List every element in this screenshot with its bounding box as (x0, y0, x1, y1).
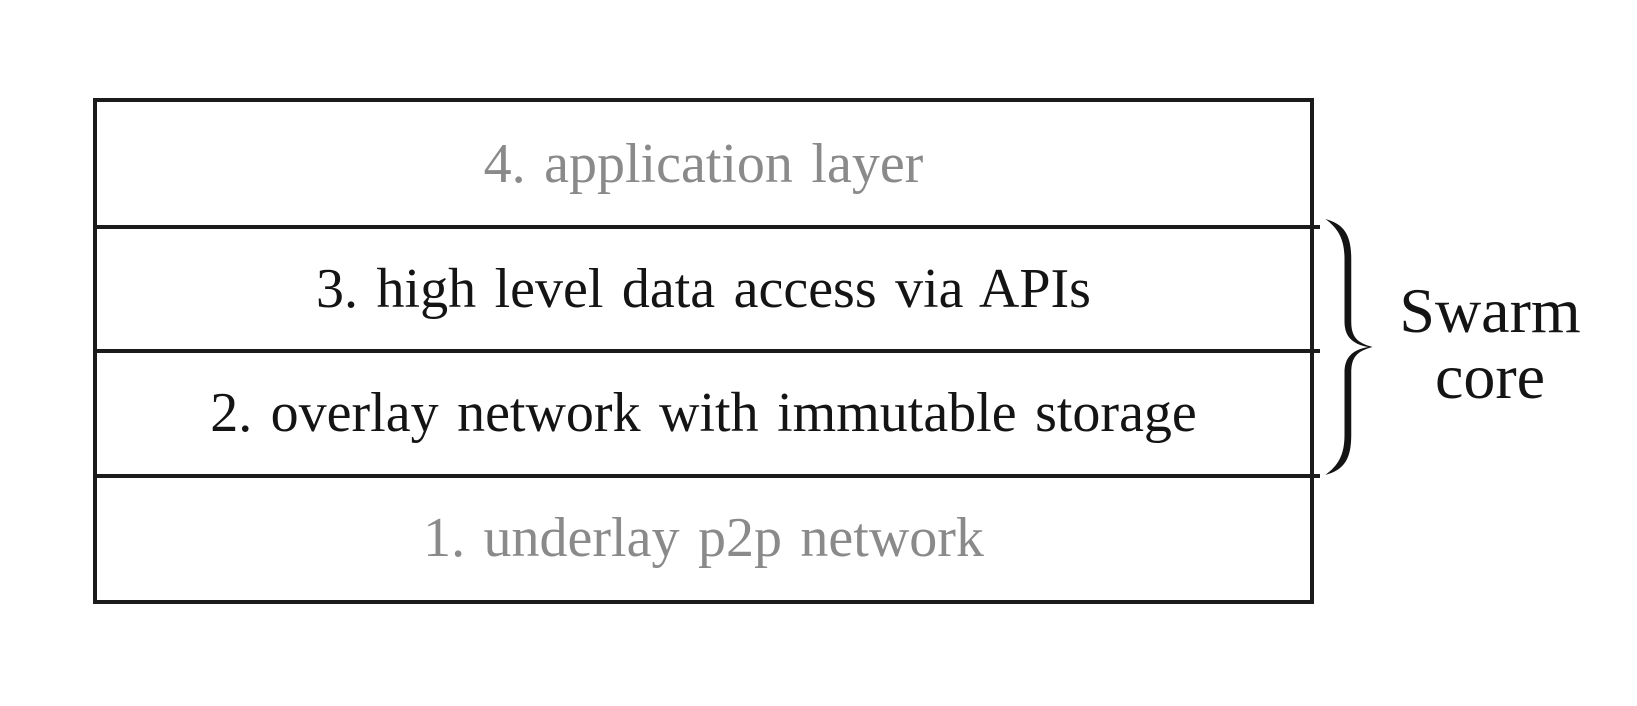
swarm-core-label: Swarm core (1370, 278, 1610, 410)
layer-stack: 4. application layer 3. high level data … (93, 98, 1320, 604)
layer-api-access-label: 3. high level data access via APIs (316, 257, 1091, 320)
layer-application-label: 4. application layer (483, 133, 924, 196)
layer-overlay-storage-label: 2. overlay network with immutable storag… (210, 382, 1197, 445)
layer-api-access: 3. high level data access via APIs (97, 227, 1310, 352)
layer-divider-3 (97, 473, 1320, 478)
layer-underlay-label: 1. underlay p2p network (423, 506, 984, 569)
layer-divider-1 (97, 224, 1320, 229)
layer-divider-2 (97, 349, 1320, 353)
curly-brace-icon (1325, 219, 1373, 475)
layer-application: 4. application layer (97, 102, 1310, 227)
swarm-core-label-line1: Swarm (1399, 275, 1581, 346)
swarm-core-label-line2: core (1434, 341, 1546, 412)
layer-underlay: 1. underlay p2p network (97, 476, 1310, 601)
layer-overlay-storage: 2. overlay network with immutable storag… (97, 351, 1310, 476)
